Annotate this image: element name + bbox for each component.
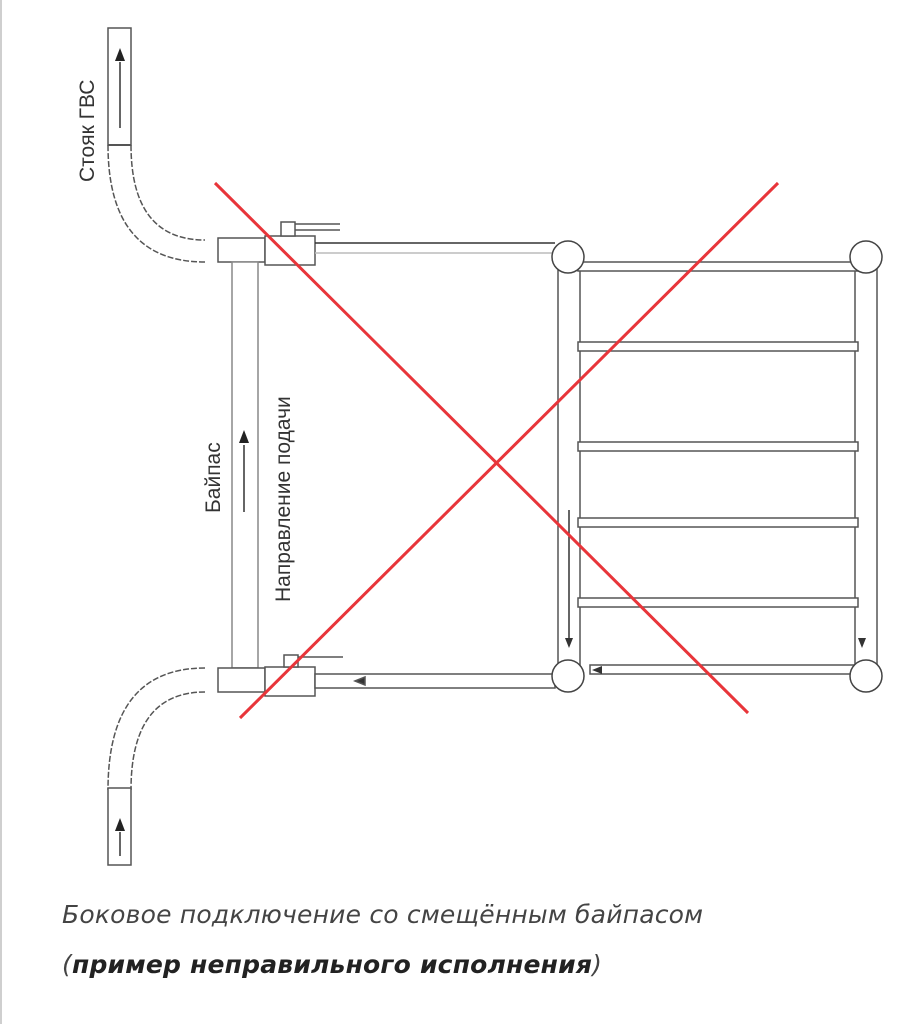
radiator-right-post [854, 249, 878, 681]
down-arrow-icon [858, 638, 866, 648]
caption-line-1: Боковое подключение со смещённым байпасо… [62, 900, 704, 929]
caption-bold: пример неправильного исполнения [71, 950, 593, 979]
caption-paren: ) [592, 950, 603, 979]
bypass-diagram: Стояк ГВС Байпас Направление подачи [76, 27, 883, 866]
top-fitting [217, 237, 266, 263]
flow-arrow-icon [352, 675, 366, 687]
bottom-valve [264, 666, 316, 697]
top-bend [107, 144, 206, 263]
caption-paren: ( [62, 950, 72, 979]
radiator-crossbars [577, 261, 859, 675]
riser-label: Стояк ГВС [76, 80, 99, 182]
bottom-supply-pipe [314, 673, 556, 689]
left-arrow-icon [592, 666, 602, 674]
top-valve-handle [280, 221, 296, 237]
page-border [0, 0, 2, 1024]
incorrect-cross-mark [213, 181, 780, 720]
bottom-fitting [217, 667, 266, 693]
bypass-label: Байпас [202, 442, 225, 513]
radiator-caps [551, 240, 883, 693]
bypass-pipe [231, 261, 259, 669]
bottom-bend [107, 667, 206, 791]
caption-line-2: (пример неправильного исполнения) [62, 950, 602, 979]
down-arrow-icon [565, 638, 573, 648]
flow-direction-label: Направление подачи [272, 396, 295, 602]
